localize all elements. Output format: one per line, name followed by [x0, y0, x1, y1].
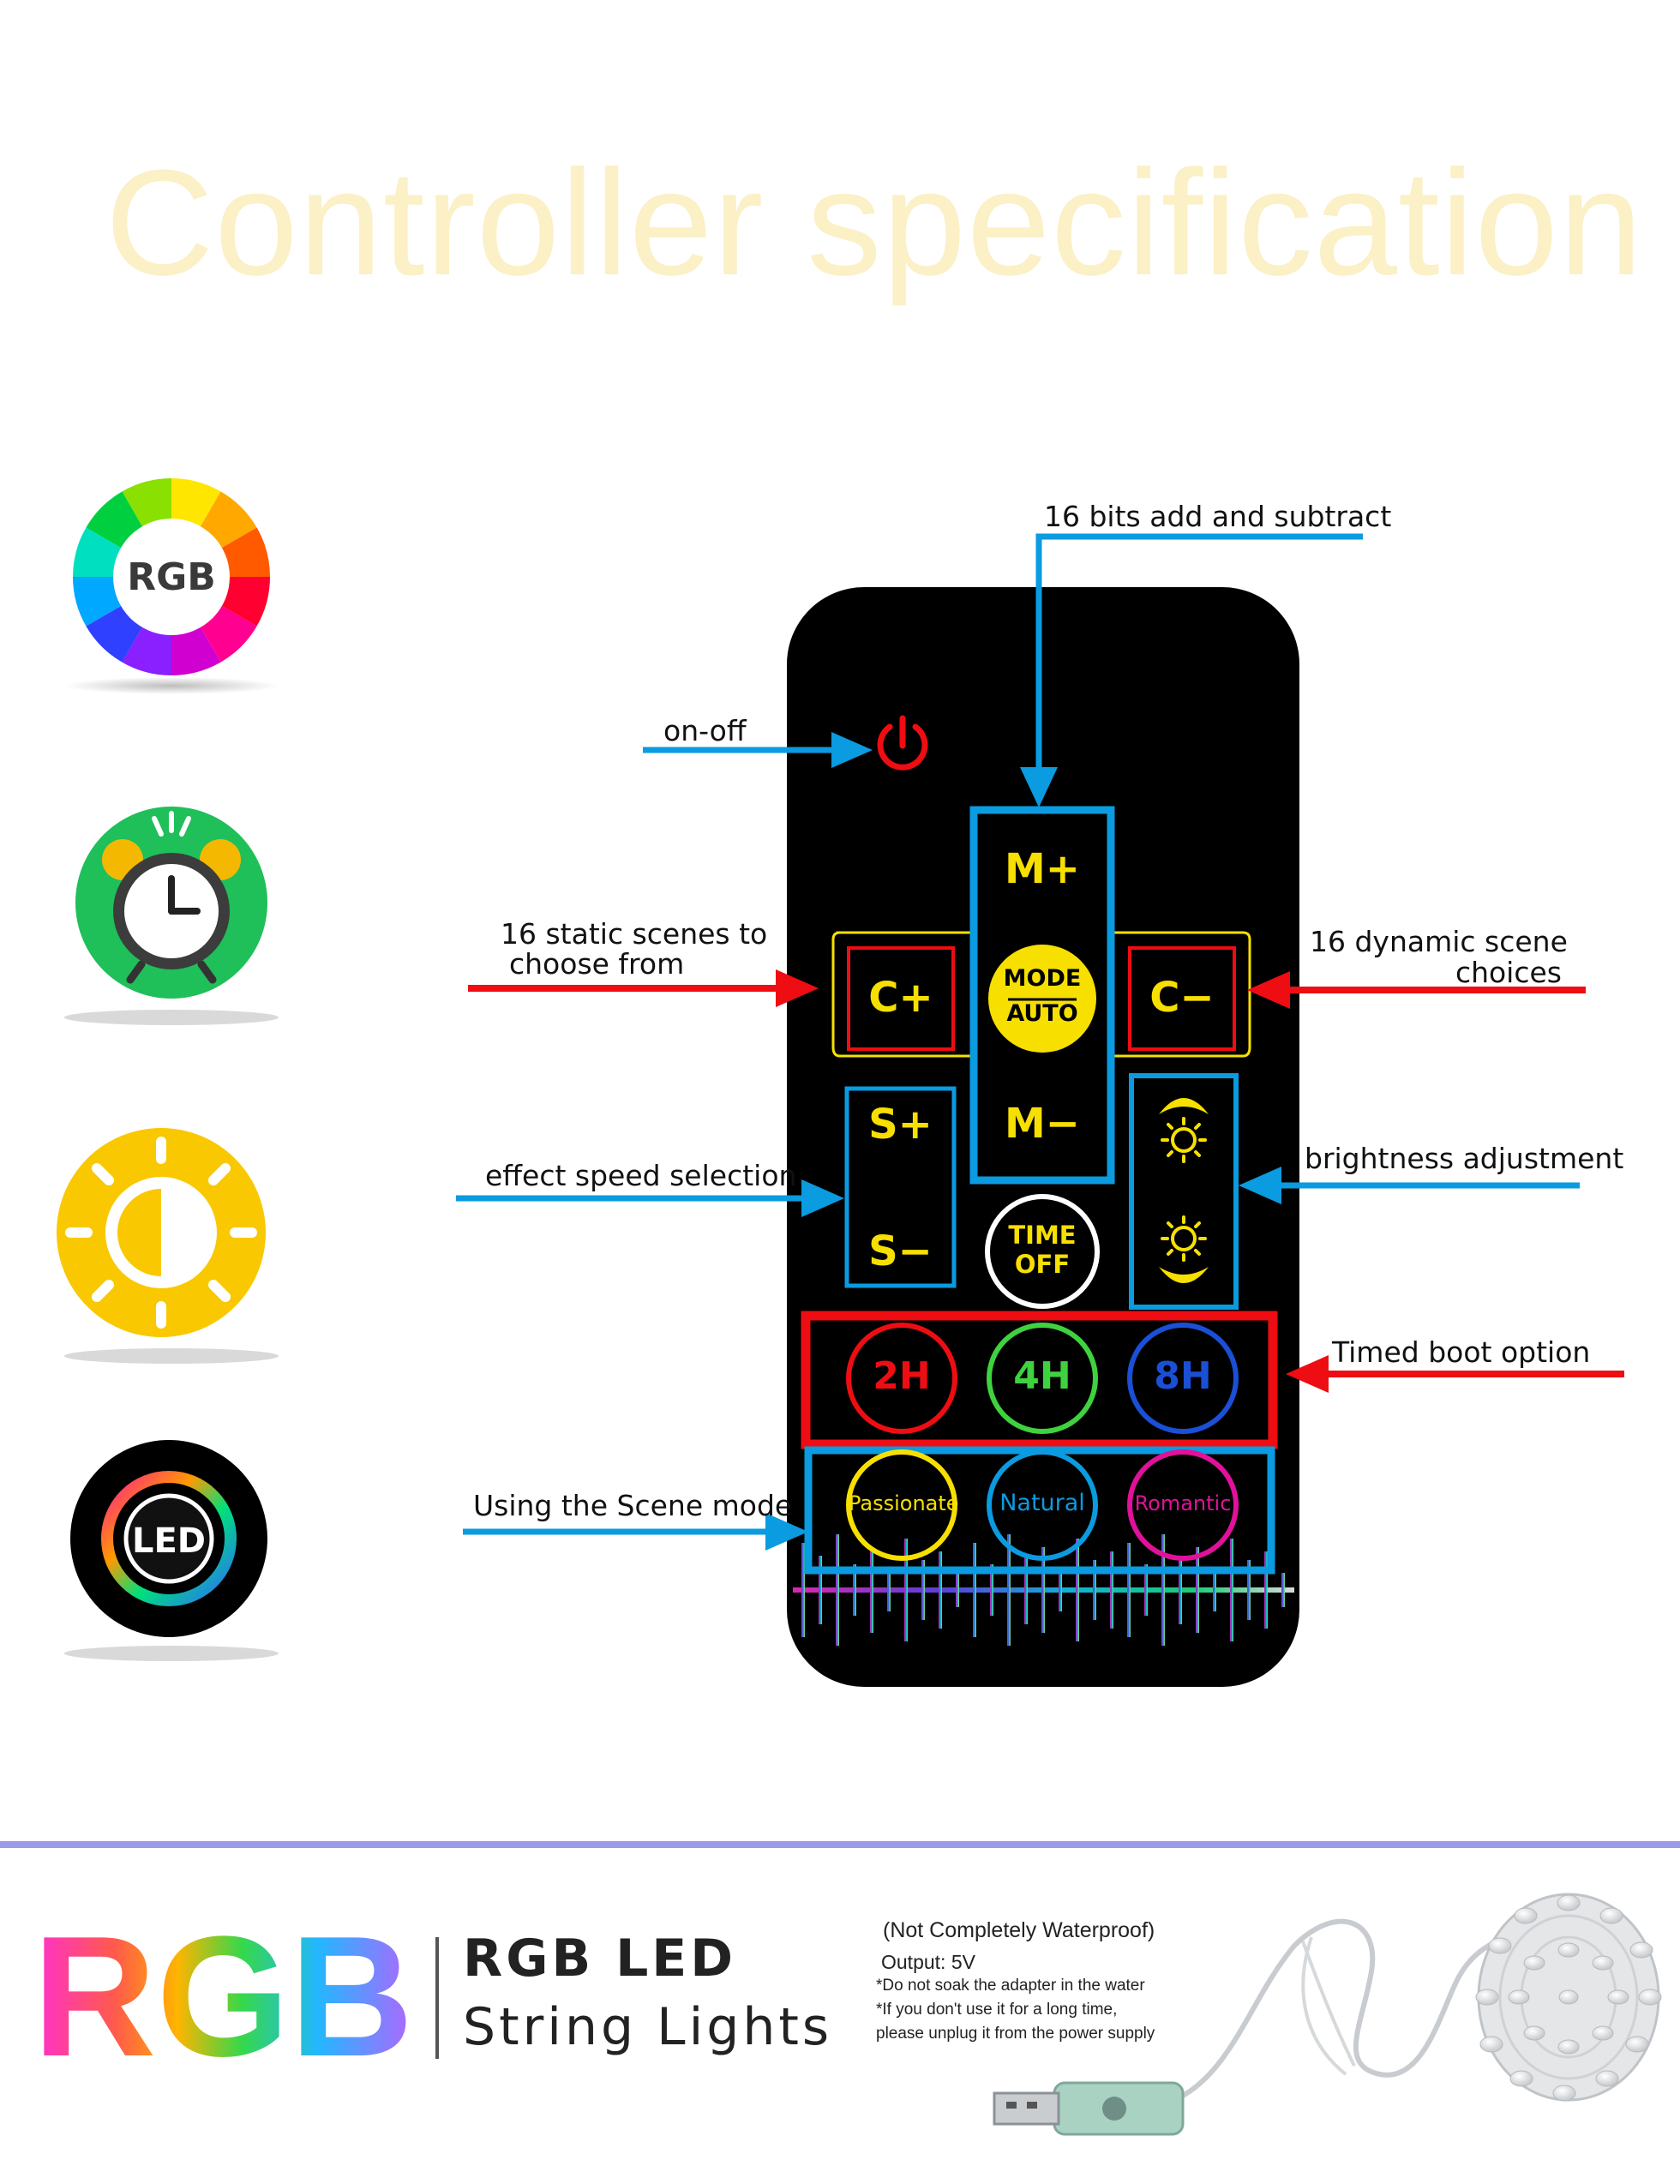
power-button[interactable]	[877, 715, 928, 771]
brightness-up-button[interactable]	[1159, 1098, 1209, 1163]
scene-romantic-button[interactable]	[1127, 1449, 1239, 1561]
scene-passionate-label: Passionate	[849, 1491, 959, 1515]
brightness-down-button[interactable]	[1159, 1215, 1209, 1283]
m-minus-button[interactable]: M−	[1005, 1100, 1080, 1148]
timer-4h-label: 4H	[1013, 1354, 1071, 1398]
callout-onoff: on-off	[663, 714, 747, 747]
product-name-line1: RGB LED	[463, 1929, 737, 1989]
callout-brightness: brightness adjustment	[1305, 1142, 1624, 1175]
led-ring-icon: LED	[64, 1440, 279, 1661]
equalizer-decoration	[793, 1534, 1294, 1646]
arrow-bits	[1035, 533, 1363, 771]
scene-romantic-label: Romantic	[1134, 1491, 1232, 1515]
timer-8h-button[interactable]	[1127, 1323, 1239, 1434]
product-name-line2: String Lights	[463, 1997, 833, 2057]
rgb-wheel-icon: RGB	[64, 478, 279, 694]
callout-scene: Using the Scene mode	[473, 1489, 793, 1522]
coiled-lights	[1475, 1893, 1662, 2102]
s-plus-button[interactable]: S+	[868, 1101, 933, 1149]
sun-icon	[1171, 1226, 1197, 1251]
time-label: TIME	[1008, 1221, 1077, 1250]
rgb-logo: RGB	[33, 1901, 414, 2092]
callout-dynamic-1: 16 dynamic scene	[1310, 925, 1568, 958]
section-divider	[0, 1841, 1680, 1848]
sun-icon	[1171, 1127, 1197, 1153]
note-longtime: *If you don't use it for a long time,	[876, 2001, 1118, 2019]
mode-label: MODE	[1003, 965, 1082, 992]
scene-passionate-button[interactable]	[846, 1449, 957, 1561]
timer-4h-button[interactable]	[987, 1323, 1098, 1434]
m-plus-button[interactable]: M+	[1005, 845, 1080, 893]
callout-timed: Timed boot option	[1332, 1335, 1591, 1369]
scene-natural-button[interactable]	[987, 1449, 1098, 1561]
timer-2h-label: 2H	[873, 1354, 931, 1398]
timer-2h-button[interactable]	[846, 1323, 957, 1434]
off-label: OFF	[1014, 1250, 1071, 1279]
c-minus-button[interactable]: C−	[1149, 974, 1215, 1022]
time-off-button[interactable]	[985, 1194, 1100, 1309]
divider-line	[435, 1937, 439, 2059]
alarm-clock-icon	[64, 807, 279, 1025]
rgb-icon-label: RGB	[127, 555, 216, 599]
string-lights-image	[993, 1893, 1662, 2136]
note-output: Output: 5V	[881, 1951, 975, 1973]
remote-diagram	[456, 533, 1624, 1646]
callout-bits: 16 bits add and subtract	[1044, 500, 1392, 533]
callout-static-1: 16 static scenes to	[501, 917, 768, 951]
s-minus-button[interactable]: S−	[868, 1227, 933, 1275]
note-soak: *Do not soak the adapter in the water	[876, 1977, 1145, 1995]
callout-speed: effect speed selection	[485, 1159, 797, 1192]
auto-label: AUTO	[1006, 1000, 1078, 1027]
usb-plug	[993, 2091, 1060, 2126]
brightness-icon	[57, 1128, 279, 1364]
scene-natural-label: Natural	[999, 1490, 1085, 1516]
note-unplug: please unplug it from the power supply	[876, 2025, 1155, 2043]
timer-8h-label: 8H	[1154, 1354, 1212, 1398]
c-plus-button[interactable]: C+	[868, 974, 933, 1022]
callout-static-2: choose from	[509, 947, 685, 981]
led-icon-label: LED	[132, 1521, 206, 1561]
power-icon	[877, 723, 928, 771]
page-title: Controller specification	[105, 140, 1644, 307]
callout-dynamic-2: choices	[1455, 956, 1562, 989]
note-waterproof: (Not Completely Waterproof)	[883, 1918, 1155, 1942]
